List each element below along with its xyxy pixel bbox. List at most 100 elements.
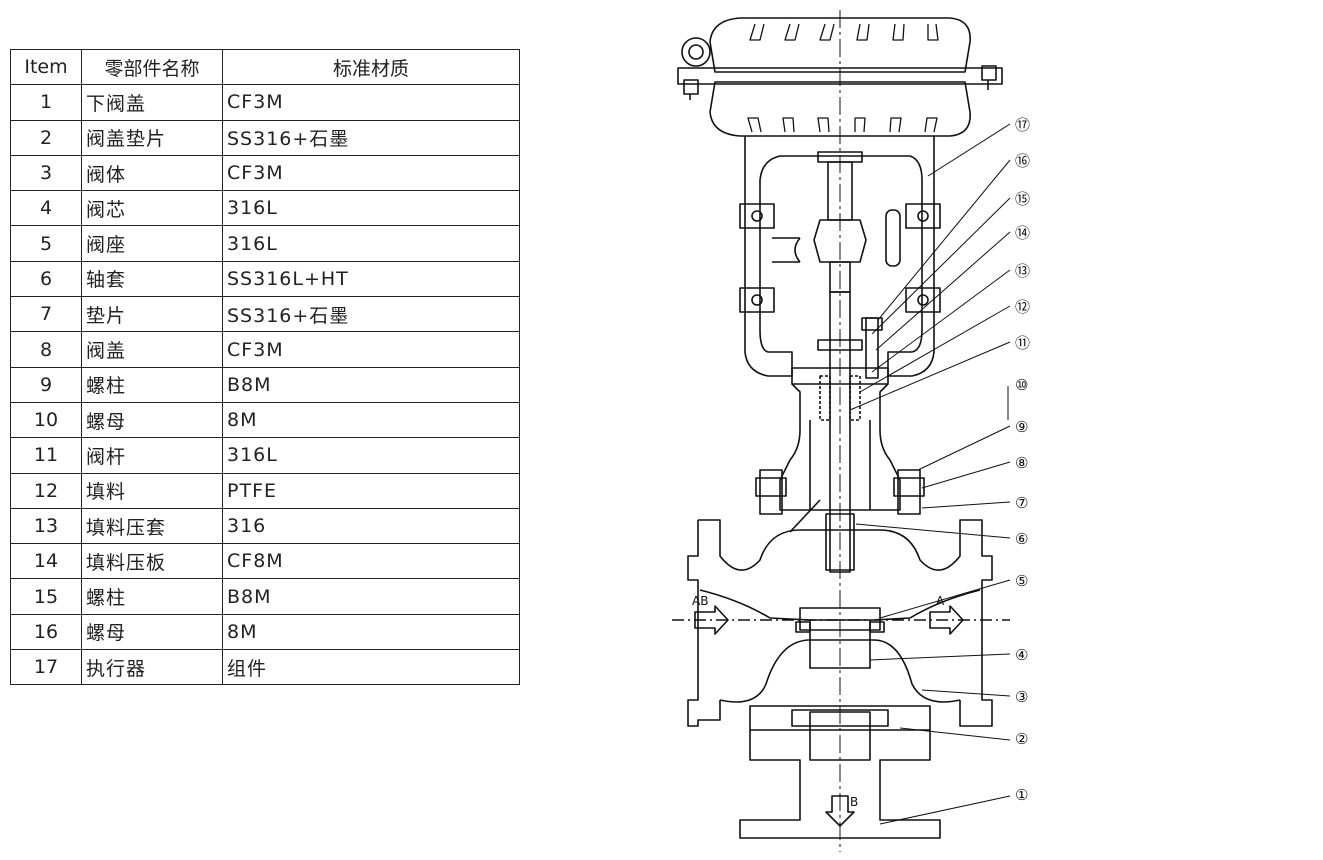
callout-number: ⑫ <box>1015 298 1030 316</box>
part-callouts: ⑰ ⑯ ⑮ ⑭ ⑬ ⑫ ⑪ ⑩ ⑨ ⑧ ⑦ ⑥ ⑤ ④ ③ ② ① <box>1015 116 1030 804</box>
callout-number: ⑪ <box>1015 334 1030 352</box>
inlet-flow-arrow <box>694 605 729 635</box>
item-cell: 17 <box>10 649 82 686</box>
material-cell: CF8M <box>222 543 520 580</box>
item-cell: 3 <box>10 154 82 192</box>
callout-number: ⑮ <box>1015 190 1030 208</box>
item-cell: 15 <box>10 578 82 615</box>
part-name-cell: 阀杆 <box>81 437 223 474</box>
item-cell: 8 <box>10 331 82 368</box>
part-name-cell: 阀芯 <box>81 190 223 227</box>
bottom-flow-arrow <box>825 795 855 827</box>
material-cell: 316 <box>222 507 520 545</box>
material-cell: 316L <box>222 190 520 227</box>
material-cell: 8M <box>222 613 520 651</box>
header-part-name: 零部件名称 <box>81 48 223 86</box>
outlet-flow-label: A <box>936 594 945 608</box>
material-cell: CF3M <box>222 331 520 368</box>
part-name-cell: 螺母 <box>81 401 223 439</box>
part-name-cell: 轴套 <box>81 260 223 298</box>
material-cell: B8M <box>222 366 520 403</box>
callout-number: ⑬ <box>1015 262 1030 280</box>
part-name-cell: 阀体 <box>81 154 223 192</box>
material-cell: CF3M <box>222 154 520 192</box>
item-cell: 10 <box>10 401 82 439</box>
part-name-cell: 阀盖 <box>81 331 223 368</box>
item-cell: 6 <box>10 260 82 298</box>
part-name-cell: 阀盖垫片 <box>81 119 223 156</box>
callout-number: ⑨ <box>1015 418 1028 436</box>
material-cell: CF3M <box>222 84 520 121</box>
callout-number: ① <box>1015 786 1028 804</box>
material-cell: SS316+石墨 <box>222 296 520 333</box>
item-cell: 9 <box>10 366 82 403</box>
header-material: 标准材质 <box>222 48 520 86</box>
callout-number: ⑧ <box>1015 454 1028 472</box>
material-cell: B8M <box>222 578 520 615</box>
part-name-cell: 螺柱 <box>81 578 223 615</box>
part-name-cell: 下阀盖 <box>81 84 223 121</box>
part-name-cell: 阀座 <box>81 225 223 262</box>
material-cell: SS316+石墨 <box>222 119 520 156</box>
item-cell: 16 <box>10 613 82 651</box>
callout-number: ⑩ <box>1015 376 1028 394</box>
callout-number: ② <box>1015 730 1028 748</box>
material-cell: 316L <box>222 225 520 262</box>
callout-number: ③ <box>1015 688 1028 706</box>
item-cell: 4 <box>10 190 82 227</box>
part-name-cell: 垫片 <box>81 296 223 333</box>
material-cell: 316L <box>222 437 520 474</box>
callout-number: ⑦ <box>1015 494 1028 512</box>
part-name-cell: 螺母 <box>81 613 223 651</box>
item-cell: 7 <box>10 296 82 333</box>
item-cell: 11 <box>10 437 82 474</box>
part-name-cell: 螺柱 <box>81 366 223 403</box>
item-cell: 13 <box>10 507 82 545</box>
item-cell: 2 <box>10 119 82 156</box>
table-header-row: Item 零部件名称 标准材质 <box>10 48 520 86</box>
yoke <box>739 136 941 377</box>
part-name-cell: 执行器 <box>81 649 223 686</box>
material-cell: PTFE <box>222 472 520 509</box>
callout-number: ⑭ <box>1015 224 1030 242</box>
part-name-cell: 填料压板 <box>81 543 223 580</box>
callout-number: ⑤ <box>1015 572 1028 590</box>
callout-number: ⑰ <box>1015 116 1030 134</box>
item-cell: 14 <box>10 543 82 580</box>
material-cell: SS316L+HT <box>222 260 520 298</box>
part-name-cell: 填料压套 <box>81 507 223 545</box>
item-cell: 5 <box>10 225 82 262</box>
callout-number: ④ <box>1015 646 1028 664</box>
leader-lines <box>849 123 1011 825</box>
bottom-flow-label: B <box>850 795 858 809</box>
callout-number: ⑯ <box>1015 152 1030 170</box>
item-cell: 1 <box>10 84 82 121</box>
part-name-cell: 填料 <box>81 472 223 509</box>
material-cell: 组件 <box>222 649 520 686</box>
header-item: Item <box>10 48 82 86</box>
callout-number: ⑥ <box>1015 530 1028 548</box>
material-cell: 8M <box>222 401 520 439</box>
item-cell: 12 <box>10 472 82 509</box>
outlet-flow-arrow <box>929 605 964 635</box>
